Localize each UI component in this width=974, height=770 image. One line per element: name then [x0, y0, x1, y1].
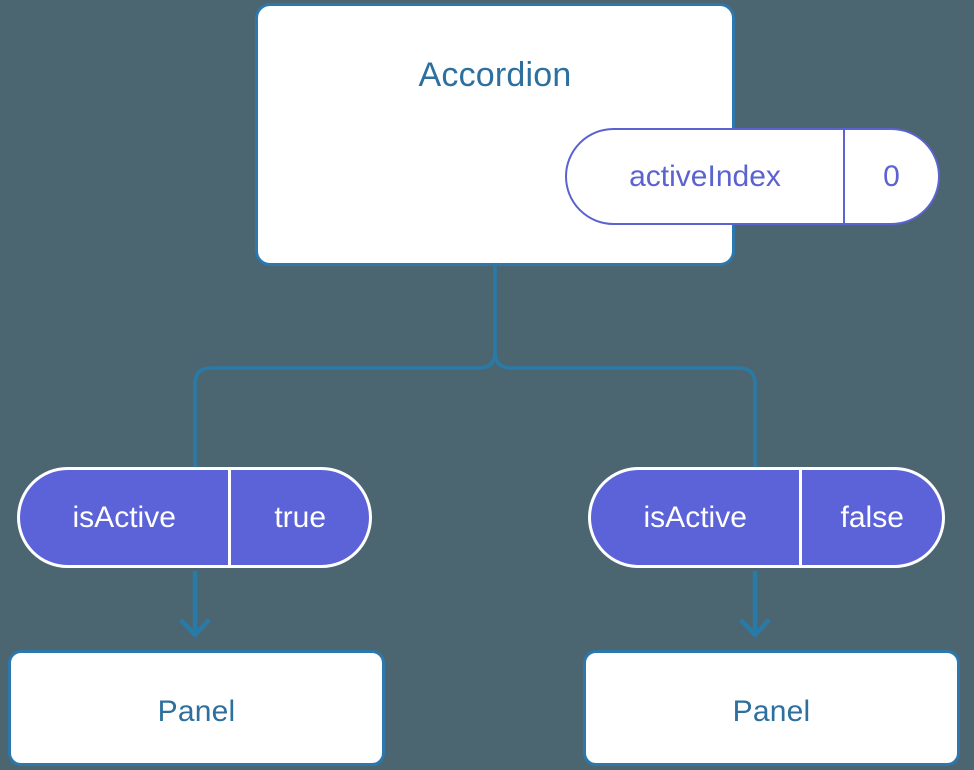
panel-component-card-left[interactable]: Panel [8, 650, 385, 766]
prop-pill-is-active-false[interactable]: isActive false [588, 467, 945, 568]
prop-pill-is-active-true-value: true [274, 500, 327, 534]
state-pill-active-index-value: 0 [883, 159, 900, 193]
panel-component-card-right[interactable]: Panel [583, 650, 960, 766]
prop-pill-is-active-false-key: isActive [591, 470, 803, 565]
panel-title-right: Panel [732, 695, 811, 728]
state-pill-active-index-key: activeIndex [567, 130, 846, 223]
prop-pill-is-active-true-key: isActive [20, 470, 232, 565]
arrow-left-to-panel [179, 571, 211, 638]
connector-tree-split [193, 264, 757, 469]
panel-title-left: Panel [157, 695, 236, 728]
prop-pill-is-active-false-value: false [840, 500, 904, 534]
arrow-right-to-panel [739, 571, 771, 638]
accordion-component-card[interactable]: Accordion activeIndex 0 [255, 3, 940, 266]
accordion-title: Accordion [418, 56, 572, 94]
prop-pill-is-active-true[interactable]: isActive true [17, 467, 372, 568]
state-pill-active-index[interactable]: activeIndex 0 [565, 128, 940, 225]
